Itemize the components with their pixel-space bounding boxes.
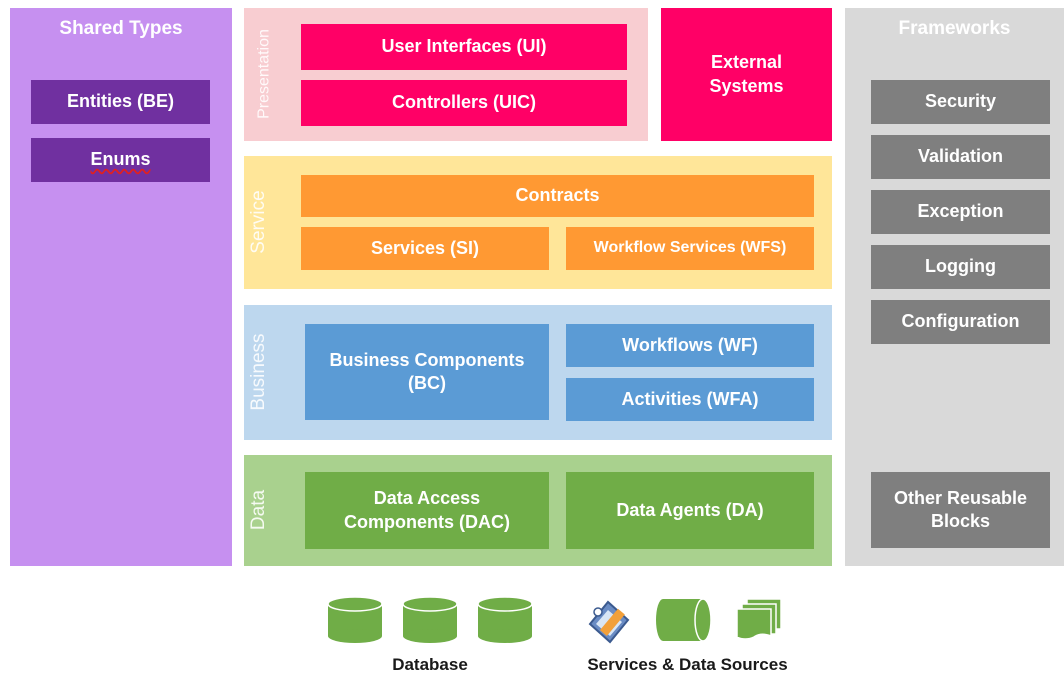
shared-types-panel: Shared Types Entities (BE) Enums xyxy=(10,8,232,566)
configuration-box: Configuration xyxy=(871,300,1050,344)
frameworks-panel: Frameworks Security Validation Exception… xyxy=(845,8,1064,566)
shared-types-title: Shared Types xyxy=(59,18,183,39)
enums-label: Enums xyxy=(90,149,151,170)
validation-box: Validation xyxy=(871,135,1050,179)
data-source-cylinder-icon xyxy=(656,598,712,642)
business-layer: Business Business Components (BC) Workfl… xyxy=(244,305,832,440)
data-layer: Data Data Access Components (DAC) Data A… xyxy=(244,455,832,566)
data-agents-box: Data Agents (DA) xyxy=(566,472,814,549)
external-systems-label: External Systems xyxy=(709,52,784,96)
external-systems-box: External Systems xyxy=(661,8,832,141)
service-layer: Service Contracts Services (SI) Workflow… xyxy=(244,156,832,289)
web-service-icon xyxy=(588,600,630,644)
business-components-label: Business Components (BC) xyxy=(329,349,525,393)
frameworks-title: Frameworks xyxy=(898,18,1011,39)
entities-box: Entities (BE) xyxy=(31,80,210,124)
logging-box: Logging xyxy=(871,245,1050,289)
workflow-services-box: Workflow Services (WFS) xyxy=(566,227,814,270)
user-interfaces-box: User Interfaces (UI) xyxy=(301,24,627,70)
database-icon xyxy=(402,596,458,643)
data-access-components-label: Data Access Components (DAC) xyxy=(344,488,510,532)
controllers-box: Controllers (UIC) xyxy=(301,80,627,126)
other-reusable-blocks-label: Other Reusable Blocks xyxy=(893,487,1028,531)
data-access-components-box: Data Access Components (DAC) xyxy=(305,472,549,549)
workflows-box: Workflows (WF) xyxy=(566,324,814,367)
services-box: Services (SI) xyxy=(301,227,549,270)
presentation-layer-label: Presentation xyxy=(255,29,273,119)
business-components-box: Business Components (BC) xyxy=(305,324,549,420)
other-reusable-blocks-box: Other Reusable Blocks xyxy=(871,472,1050,548)
activities-box: Activities (WFA) xyxy=(566,378,814,421)
data-layer-label: Data xyxy=(248,489,269,531)
presentation-layer: Presentation User Interfaces (UI) Contro… xyxy=(244,8,648,141)
service-layer-label: Service xyxy=(248,190,269,254)
security-box: Security xyxy=(871,80,1050,124)
exception-box: Exception xyxy=(871,190,1050,234)
document-stack-icon xyxy=(736,598,782,640)
services-data-sources-caption: Services & Data Sources xyxy=(587,655,788,674)
database-icon xyxy=(477,596,533,643)
database-icon xyxy=(327,596,383,643)
enums-box: Enums xyxy=(31,138,210,182)
business-layer-label: Business xyxy=(248,333,269,411)
database-caption: Database xyxy=(392,655,468,674)
contracts-box: Contracts xyxy=(301,175,814,217)
